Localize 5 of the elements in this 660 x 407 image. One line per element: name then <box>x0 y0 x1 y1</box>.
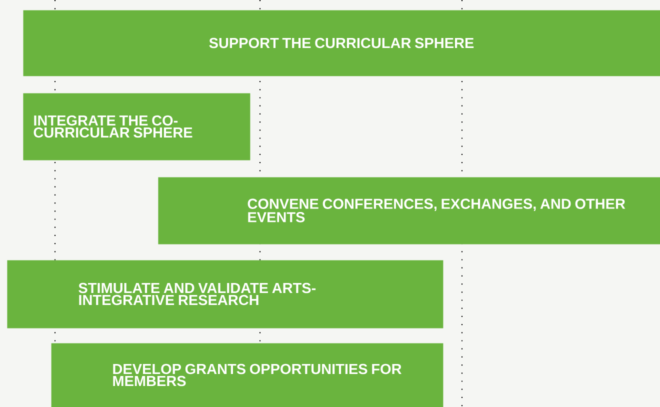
process-box: DEVELOP GRANTS OPPORTUNITIES FOR MEMBERS <box>51 343 444 407</box>
process-box: INTEGRATE THE CO-CURRICULAR SPHERE <box>23 93 250 160</box>
process-box: STIMULATE AND VALIDATE ARTS-INTEGRATIVE RESEARCH <box>7 260 444 328</box>
process-box: CONVENE CONFERENCES, EXCHANGES, AND OTHER EVENTS <box>158 177 660 244</box>
process-box: SUPPORT THE CURRICULAR SPHERE <box>23 10 660 76</box>
